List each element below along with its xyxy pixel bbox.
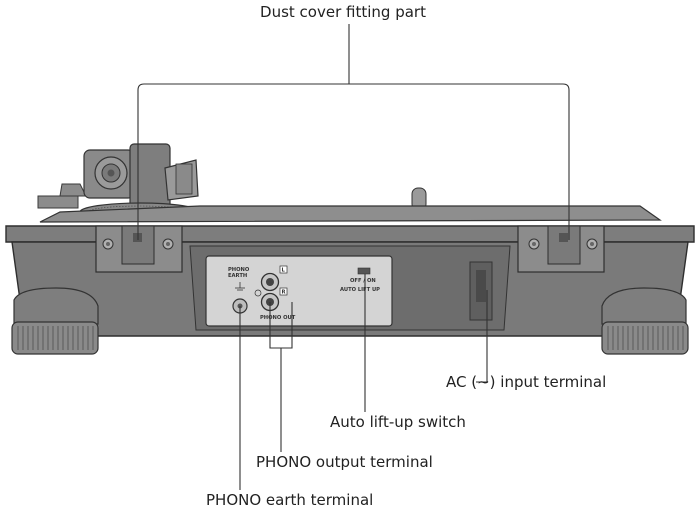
dust-cover-hinge-left (95, 225, 183, 273)
switch-caption-text: AUTO LIFT UP (340, 287, 380, 293)
dust-cover-hinge-right (517, 225, 605, 273)
auto-lift-up-label: Auto lift-up switch (330, 413, 466, 431)
channel-r-label: R (282, 290, 286, 296)
switch-on-off-text: OFF / ON (350, 278, 376, 284)
platter-top (39, 205, 662, 223)
leader-lines (137, 24, 570, 490)
left-foot (11, 287, 99, 355)
earth-symbol-icon (235, 282, 245, 291)
auto-lift-up-switch: OFF / ON AUTO LIFT UP (340, 267, 380, 293)
phono-earth-label: PHONO earth terminal (206, 491, 373, 509)
dust-cover-label: Dust cover fitting part (260, 3, 426, 21)
right-foot (601, 287, 689, 355)
channel-l-label: L (282, 268, 286, 274)
ac-input-label: AC (∼) input terminal (446, 373, 606, 391)
phono-out-text: PHONO OUT (260, 315, 296, 321)
phono-earth-text-1: PHONO (228, 267, 250, 273)
phono-output-label: PHONO output terminal (256, 453, 433, 471)
phono-earth-text-2: EARTH (228, 273, 247, 279)
